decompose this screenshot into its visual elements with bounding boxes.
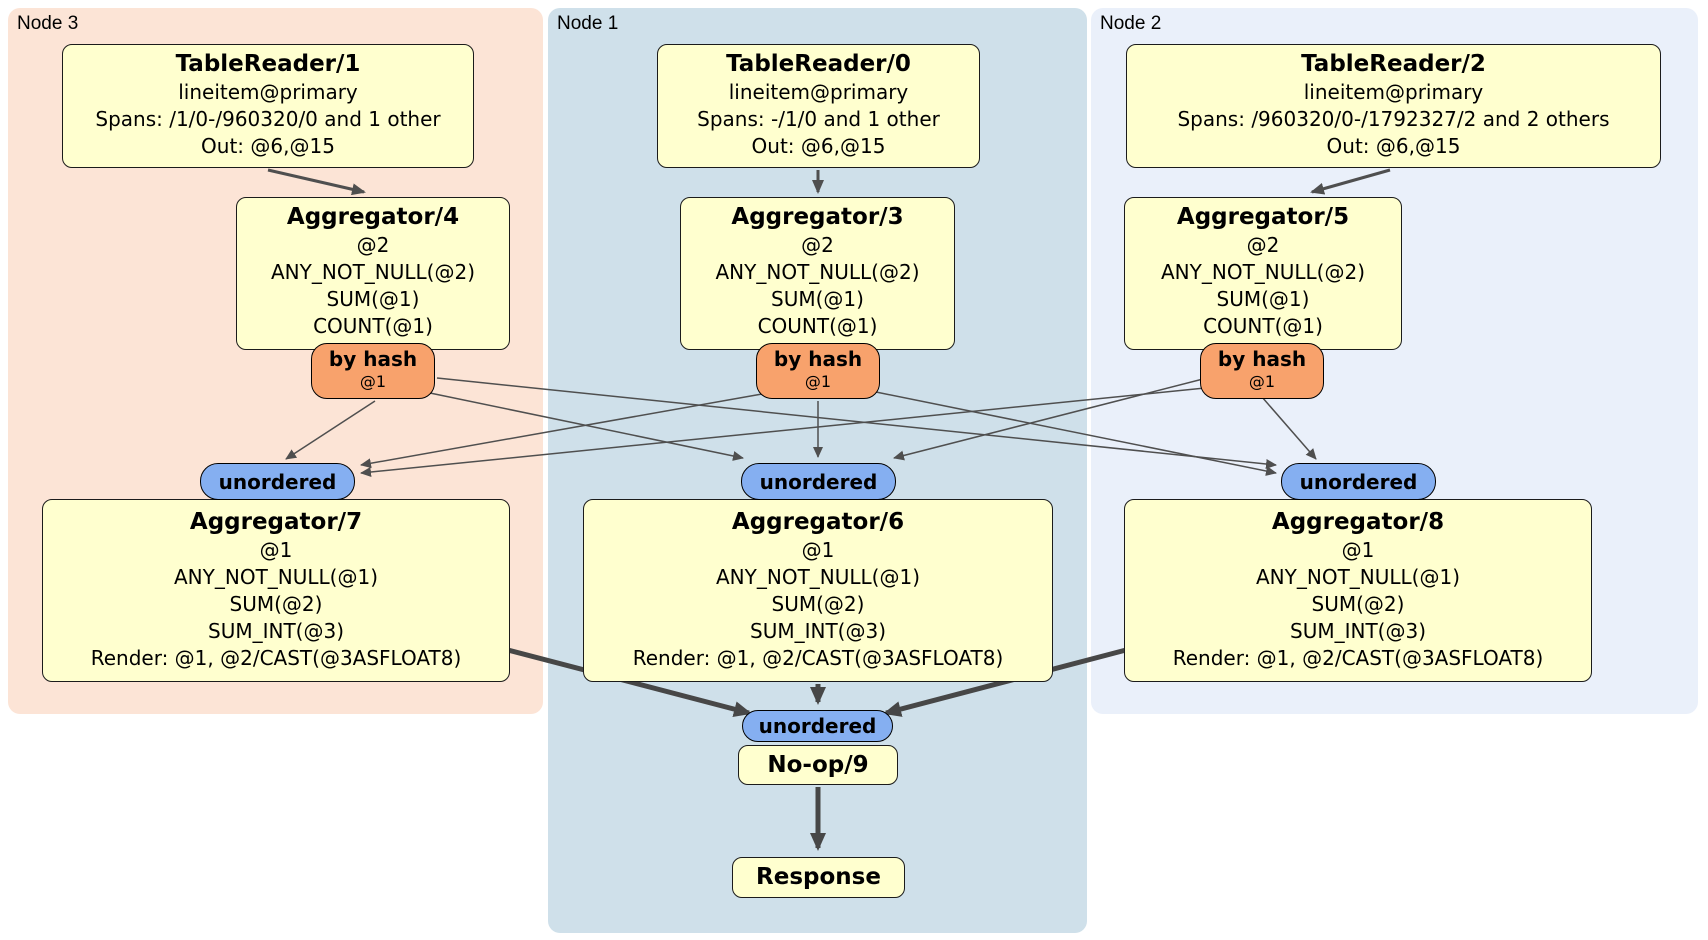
processor-aggregator-5: Aggregator/5 @2 ANY_NOT_NULL(@2) SUM(@1)… — [1124, 197, 1402, 350]
processor-title: Aggregator/3 — [731, 204, 904, 230]
processor-aggfn: ANY_NOT_NULL(@1) — [716, 565, 920, 589]
processor-index: lineitem@primary — [178, 80, 358, 104]
processor-aggregator-6: Aggregator/6 @1 ANY_NOT_NULL(@1) SUM(@2)… — [583, 499, 1053, 682]
processor-groupcol: @2 — [356, 233, 390, 257]
processor-title: Response — [756, 864, 881, 890]
processor-aggfn: SUM(@2) — [229, 592, 323, 616]
processor-aggfn: ANY_NOT_NULL(@2) — [1161, 260, 1365, 284]
region-node1-label: Node 1 — [557, 13, 619, 34]
processor-aggfn: COUNT(@1) — [1203, 314, 1323, 338]
processor-aggfn: SUM(@1) — [771, 287, 864, 311]
processor-tablereader-2: TableReader/2 lineitem@primary Spans: /9… — [1126, 44, 1661, 168]
processor-spans: Spans: /1/0-/960320/0 and 1 other — [95, 107, 441, 131]
processor-aggfn: ANY_NOT_NULL(@2) — [271, 260, 475, 284]
processor-aggfn: SUM(@1) — [1216, 287, 1310, 311]
processor-out: Out: @6,@15 — [1326, 134, 1461, 158]
processor-aggfn: SUM(@1) — [326, 287, 420, 311]
processor-aggregator-8: Aggregator/8 @1 ANY_NOT_NULL(@1) SUM(@2)… — [1124, 499, 1592, 682]
processor-out: Out: @6,@15 — [201, 134, 335, 158]
processor-tablereader-1: TableReader/1 lineitem@primary Spans: /1… — [62, 44, 474, 168]
processor-response: Response — [732, 857, 905, 898]
region-node2-label: Node 2 — [1100, 13, 1162, 34]
processor-render: Render: @1, @2/CAST(@3ASFLOAT8) — [90, 646, 462, 670]
processor-aggregator-7: Aggregator/7 @1 ANY_NOT_NULL(@1) SUM(@2)… — [42, 499, 510, 682]
sync-unordered-final: unordered — [742, 710, 893, 742]
processor-aggregator-3: Aggregator/3 @2 ANY_NOT_NULL(@2) SUM(@1)… — [680, 197, 955, 350]
region-node3-label: Node 3 — [17, 13, 79, 34]
router-by-hash-node1: by hash @1 — [756, 343, 880, 399]
sync-label: unordered — [758, 714, 877, 738]
processor-title: Aggregator/5 — [1176, 204, 1350, 230]
router-label: by hash — [1217, 347, 1307, 371]
processor-title: TableReader/0 — [726, 51, 911, 77]
processor-groupcol: @1 — [259, 538, 293, 562]
processor-spans: Spans: /960320/0-/1792327/2 and 2 others — [1177, 107, 1610, 131]
processor-spans: Spans: -/1/0 and 1 other — [697, 107, 940, 131]
router-label: by hash — [773, 347, 863, 371]
router-key: @1 — [1248, 372, 1276, 391]
sync-unordered-node1: unordered — [741, 463, 896, 500]
processor-noop-9: No-op/9 — [738, 745, 898, 785]
processor-aggfn: ANY_NOT_NULL(@1) — [174, 565, 378, 589]
processor-groupcol: @1 — [1341, 538, 1375, 562]
processor-aggfn: COUNT(@1) — [313, 314, 433, 338]
processor-title: TableReader/1 — [175, 51, 361, 77]
processor-index: lineitem@primary — [1303, 80, 1484, 104]
sync-label: unordered — [218, 469, 337, 494]
processor-groupcol: @2 — [1246, 233, 1280, 257]
processor-render: Render: @1, @2/CAST(@3ASFLOAT8) — [1172, 646, 1544, 670]
processor-title: Aggregator/4 — [286, 204, 460, 230]
processor-title: TableReader/2 — [1301, 51, 1486, 77]
processor-tablereader-0: TableReader/0 lineitem@primary Spans: -/… — [657, 44, 980, 168]
router-by-hash-node2: by hash @1 — [1200, 343, 1324, 399]
processor-aggfn: SUM(@2) — [1311, 592, 1405, 616]
processor-aggregator-4: Aggregator/4 @2 ANY_NOT_NULL(@2) SUM(@1)… — [236, 197, 510, 350]
processor-title: Aggregator/8 — [1271, 509, 1445, 535]
sync-label: unordered — [1299, 469, 1418, 494]
sync-unordered-node3: unordered — [200, 463, 355, 500]
processor-groupcol: @1 — [801, 538, 835, 562]
processor-title: Aggregator/6 — [731, 509, 905, 535]
processor-aggfn: SUM(@2) — [771, 592, 865, 616]
processor-aggfn: ANY_NOT_NULL(@2) — [715, 260, 920, 284]
processor-aggfn: COUNT(@1) — [757, 314, 878, 338]
processor-out: Out: @6,@15 — [751, 134, 886, 158]
processor-render: Render: @1, @2/CAST(@3ASFLOAT8) — [632, 646, 1004, 670]
processor-groupcol: @2 — [801, 233, 834, 257]
processor-aggfn: SUM_INT(@3) — [750, 619, 886, 643]
processor-aggfn: SUM_INT(@3) — [208, 619, 344, 643]
router-key: @1 — [804, 372, 832, 391]
sync-unordered-node2: unordered — [1281, 463, 1436, 500]
router-label: by hash — [328, 347, 418, 371]
processor-title: Aggregator/7 — [189, 509, 363, 535]
router-by-hash-node3: by hash @1 — [311, 343, 435, 399]
processor-aggfn: ANY_NOT_NULL(@1) — [1256, 565, 1460, 589]
processor-index: lineitem@primary — [728, 80, 909, 104]
router-key: @1 — [359, 372, 387, 391]
processor-aggfn: SUM_INT(@3) — [1290, 619, 1426, 643]
processor-title: No-op/9 — [767, 751, 869, 778]
sync-label: unordered — [759, 469, 878, 494]
